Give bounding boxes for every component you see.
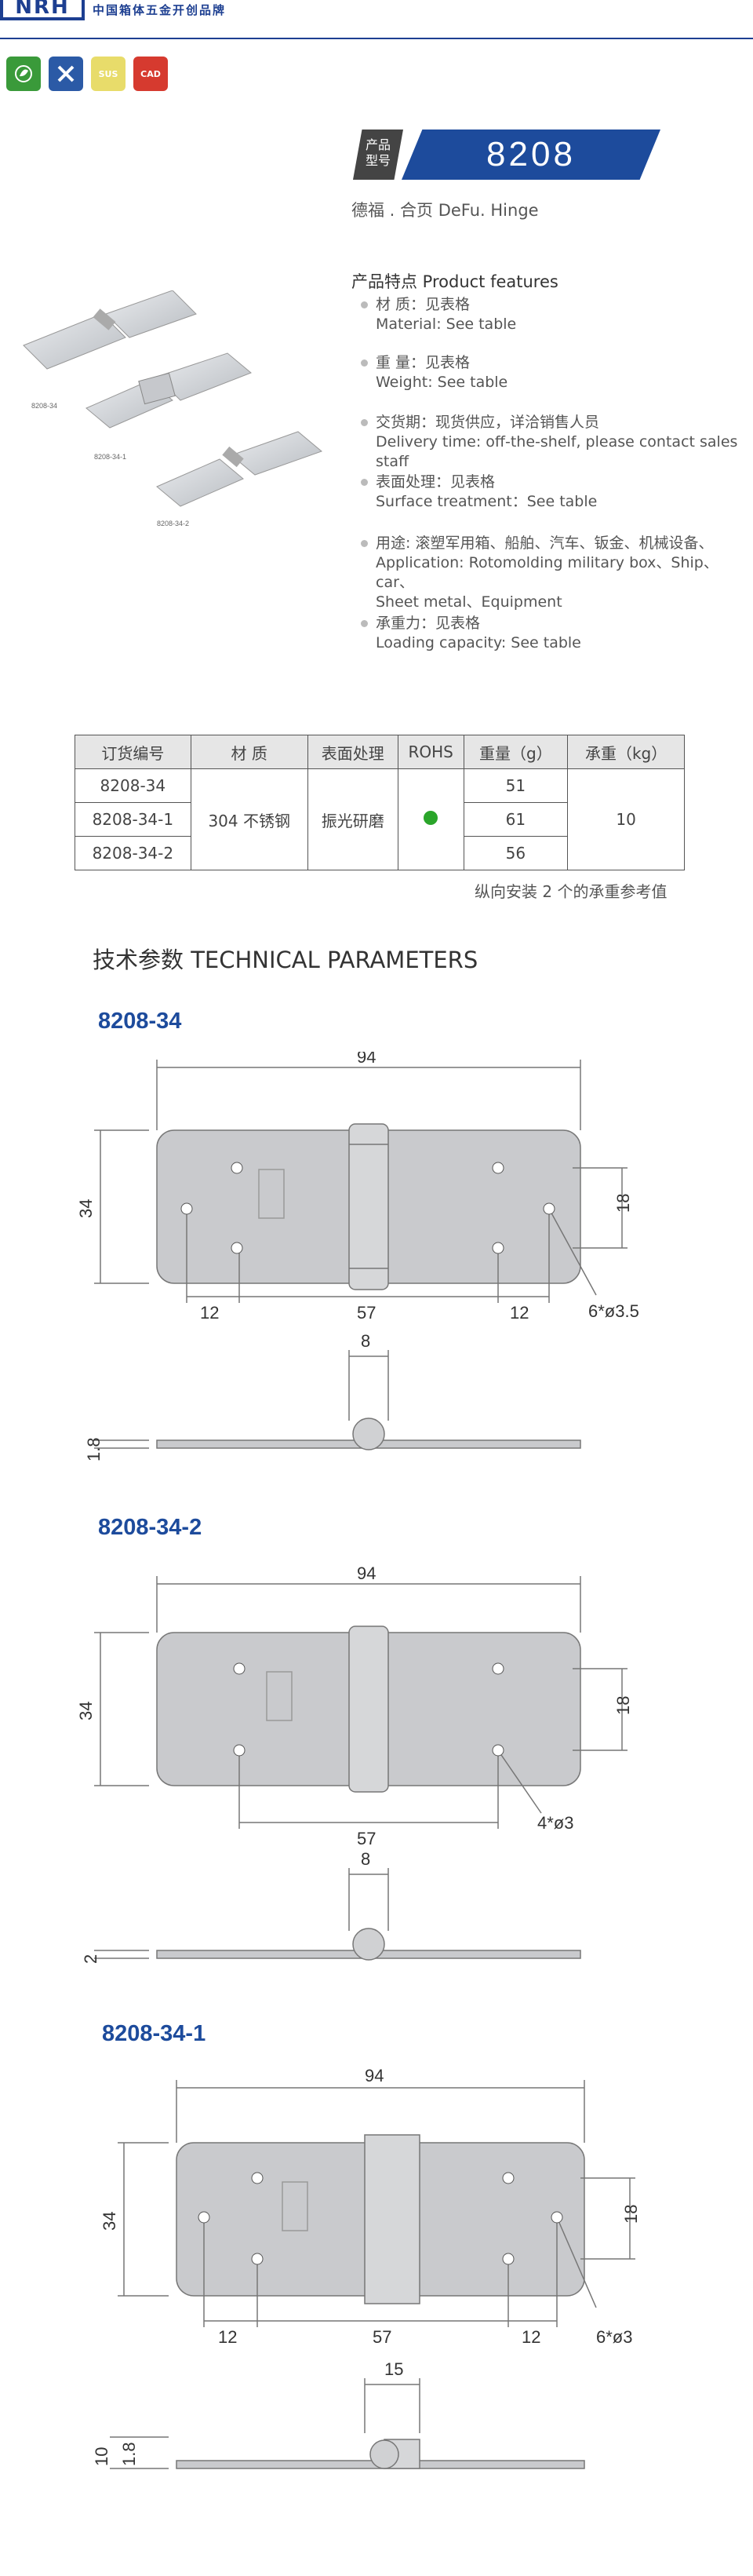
spec-table: 订货编号 材 质 表面处理 ROHS 重量（g） 承重（kg） 8208-34 …: [75, 735, 685, 870]
svg-text:8: 8: [361, 1849, 370, 1869]
svg-text:8208-34-1: 8208-34-1: [94, 453, 126, 461]
drawing-title-3: 8208-34-1: [102, 2021, 206, 2046]
tools-icon: [49, 57, 83, 91]
svg-text:34: 34: [100, 2212, 119, 2231]
svg-text:8: 8: [361, 1331, 370, 1351]
hinge-photo-3: [156, 431, 322, 507]
col-surface: 表面处理: [307, 735, 398, 769]
svg-text:57: 57: [373, 2327, 391, 2347]
svg-text:6*ø3: 6*ø3: [596, 2327, 632, 2347]
drawing-title-1: 8208-34: [98, 1009, 182, 1034]
col-load: 承重（kg）: [567, 735, 685, 769]
svg-text:8208-34: 8208-34: [31, 402, 57, 410]
svg-text:12: 12: [510, 1303, 529, 1323]
cad-badge: CAD: [133, 57, 168, 91]
col-rohs: ROHS: [397, 735, 464, 769]
svg-text:1.8: 1.8: [84, 1437, 104, 1461]
svg-text:12: 12: [522, 2327, 540, 2347]
col-material: 材 质: [190, 735, 308, 769]
product-photo: 8208-34 8208-34-1 8208-34-2: [23, 290, 322, 527]
svg-text:12: 12: [218, 2327, 237, 2347]
drawing-title-2: 8208-34-2: [98, 1515, 202, 1540]
tech-title: 技术参数 TECHNICAL PARAMETERS: [93, 947, 478, 973]
table-row: 8208-34-2 56: [75, 836, 685, 870]
svg-text:94: 94: [357, 1052, 376, 1067]
svg-text:18: 18: [613, 1696, 633, 1715]
table-row: 8208-34 304 不锈钢 振光研磨 51 10: [75, 768, 685, 870]
svg-text:2: 2: [81, 1954, 100, 1964]
header-divider: [0, 38, 753, 39]
model-label: 产品型号: [353, 130, 403, 180]
brand-logo: NRH: [0, 0, 85, 20]
drawing-8208-34-1: 94 34 18 12 57 12 6*ø3 15 10 1.8: [94, 2066, 641, 2469]
drawing-8208-34-2: 94 34 18 57 4*ø3 8 2: [78, 1563, 633, 1964]
brand-slogan: 中国箱体五金开创品牌: [93, 3, 227, 17]
feature-application: 用途: 滚塑军用箱、船舶、汽车、钣金、机械设备、Application: Rot…: [361, 534, 753, 612]
table-row: 8208-34-1 61: [75, 802, 685, 837]
leaf-icon: [6, 57, 41, 91]
col-weight: 重量（g）: [463, 735, 569, 769]
svg-text:1.8: 1.8: [119, 2442, 139, 2466]
svg-text:34: 34: [78, 1702, 96, 1720]
svg-text:94: 94: [365, 2066, 384, 2085]
hinge-photo-2: [85, 352, 252, 429]
load-note: 纵向安装 2 个的承重参考值: [475, 882, 668, 901]
svg-text:94: 94: [357, 1563, 376, 1583]
col-code: 订货编号: [75, 735, 191, 769]
product-name: 德福 . 合页 DeFu. Hinge: [351, 201, 539, 220]
svg-text:6*ø3.5: 6*ø3.5: [588, 1301, 639, 1321]
svg-text:10: 10: [94, 2447, 111, 2466]
svg-text:34: 34: [78, 1199, 96, 1218]
sus-badge: SUS: [91, 57, 126, 91]
svg-text:8208-34-2: 8208-34-2: [157, 520, 189, 527]
model-number: 8208: [402, 130, 660, 180]
features-title: 产品特点 Product features: [351, 272, 558, 291]
svg-text:4*ø3: 4*ø3: [537, 1813, 573, 1833]
drawing-8208-34: 94 34 18 12 57 12 6*ø3.5 8 1.8: [78, 1052, 639, 1461]
rohs-compliant-icon: [424, 811, 438, 825]
svg-text:12: 12: [200, 1303, 219, 1323]
svg-text:57: 57: [357, 1829, 376, 1848]
svg-text:15: 15: [384, 2359, 403, 2379]
svg-text:18: 18: [613, 1194, 633, 1213]
svg-text:57: 57: [357, 1303, 376, 1323]
svg-text:18: 18: [621, 2205, 641, 2224]
hinge-photo-1: [23, 290, 197, 370]
